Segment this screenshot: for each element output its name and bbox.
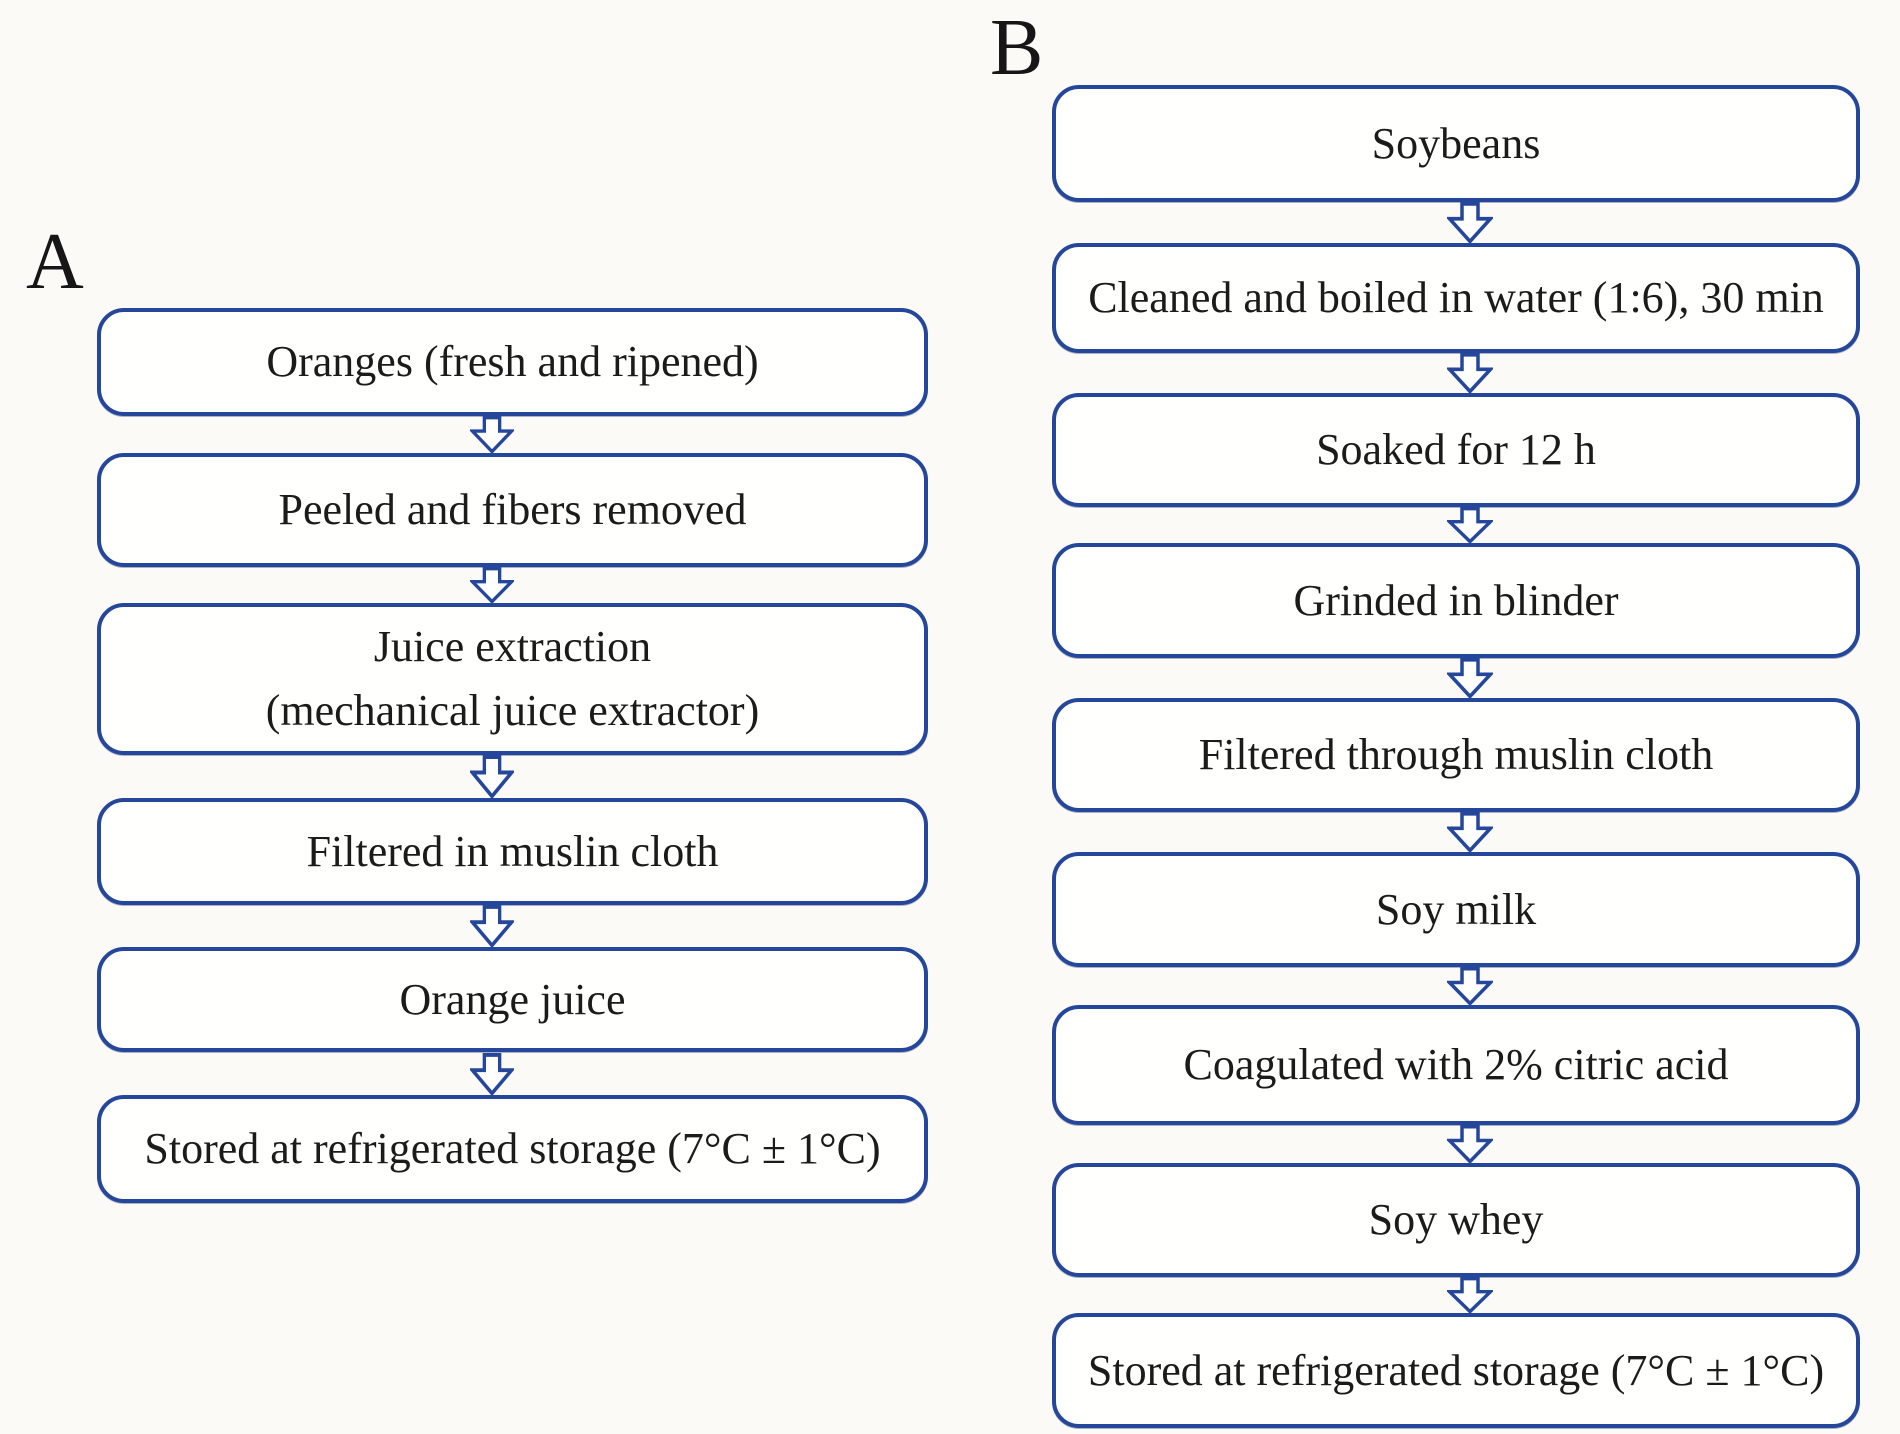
flow-step: Stored at refrigerated storage (7°C ± 1°… [97, 1095, 928, 1203]
down-arrow-icon [470, 905, 514, 947]
panel-b-label: B [990, 4, 1044, 92]
flow-step: Oranges (fresh and ripened) [97, 308, 928, 416]
flow-step: Coagulated with 2% citric acid [1052, 1005, 1860, 1125]
flow-step-label: Soybeans [1371, 118, 1541, 168]
flow-step: Soybeans [1052, 85, 1860, 202]
flow-step: Stored at refrigerated storage (7°C ± 1°… [1052, 1313, 1860, 1428]
down-arrow-icon [1447, 353, 1493, 393]
flow-step-label: Orange juice [399, 974, 626, 1024]
flow-step-label: Grinded in blinder [1293, 575, 1619, 625]
flow-step-label: Soy whey [1368, 1195, 1544, 1245]
panel-a-label: A [26, 218, 84, 306]
flow-step: Filtered through muslin cloth [1052, 698, 1860, 812]
down-arrow-icon [1447, 812, 1493, 852]
down-arrow-icon [1447, 1125, 1493, 1163]
flow-step: Soy milk [1052, 852, 1860, 967]
flow-step-label: Oranges (fresh and ripened) [266, 337, 759, 387]
flow-step: Peeled and fibers removed [97, 453, 928, 567]
down-arrow-icon [470, 755, 514, 798]
flow-step-label: Filtered in muslin cloth [306, 826, 719, 876]
down-arrow-icon [470, 416, 514, 453]
flow-step-label: Filtered through muslin cloth [1198, 730, 1714, 780]
flow-step-label: Peeled and fibers removed [278, 485, 747, 535]
flow-step-label: Stored at refrigerated storage (7°C ± 1°… [144, 1124, 881, 1174]
down-arrow-icon [1447, 967, 1493, 1005]
down-arrow-icon [1447, 1277, 1493, 1313]
flow-step-label: Juice extraction (mechanical juice extra… [265, 622, 760, 735]
down-arrow-icon [470, 567, 514, 603]
down-arrow-icon [470, 1053, 514, 1095]
down-arrow-icon [1447, 202, 1493, 243]
flow-step-label: Soy milk [1375, 884, 1537, 934]
flow-step-label: Cleaned and boiled in water (1:6), 30 mi… [1088, 273, 1824, 323]
flow-step-label: Soaked for 12 h [1316, 425, 1596, 475]
flow-step: Soy whey [1052, 1163, 1860, 1277]
flow-step: Cleaned and boiled in water (1:6), 30 mi… [1052, 243, 1860, 353]
flow-step-label: Coagulated with 2% citric acid [1183, 1040, 1729, 1090]
flow-step-label: Stored at refrigerated storage (7°C ± 1°… [1087, 1345, 1825, 1395]
flow-step: Orange juice [97, 947, 928, 1052]
down-arrow-icon [1447, 658, 1493, 698]
flow-step: Filtered in muslin cloth [97, 798, 928, 905]
down-arrow-icon [1447, 507, 1493, 543]
flow-step: Juice extraction (mechanical juice extra… [97, 603, 928, 755]
flow-step: Grinded in blinder [1052, 543, 1860, 658]
flow-step: Soaked for 12 h [1052, 393, 1860, 507]
